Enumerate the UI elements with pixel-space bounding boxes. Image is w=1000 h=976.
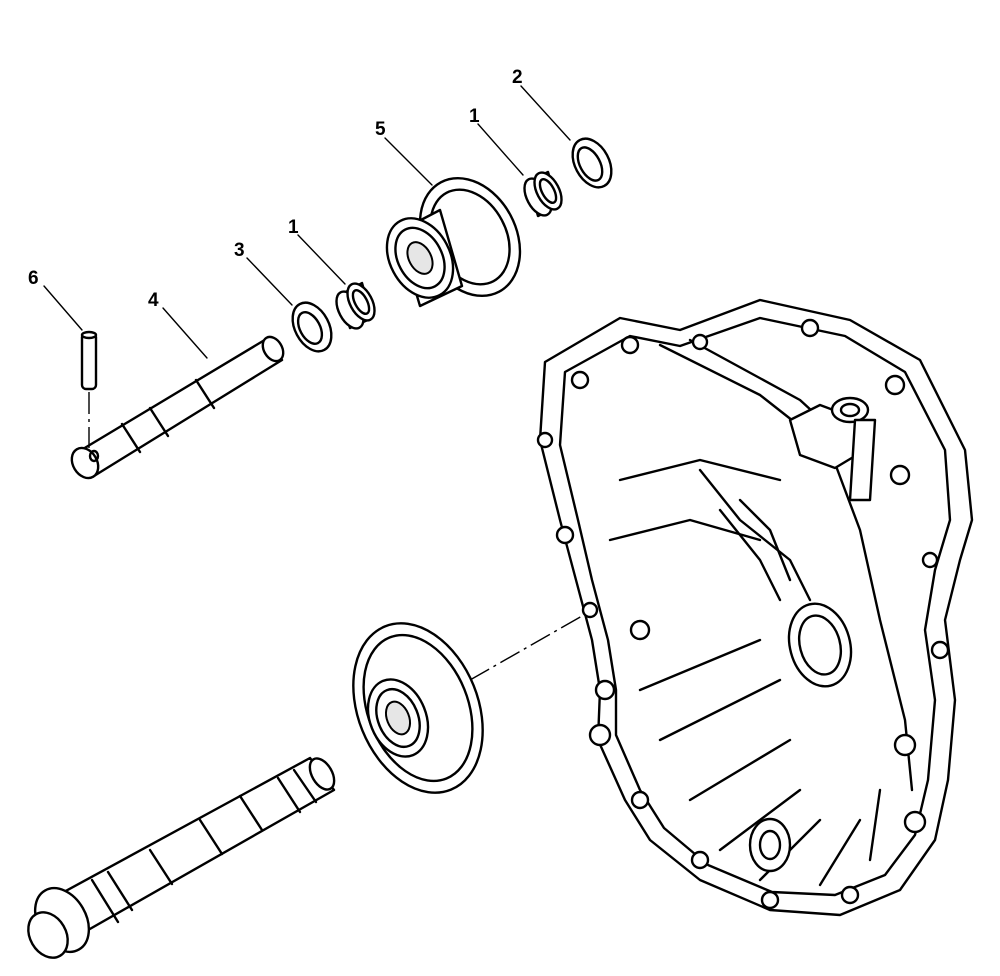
callout-4: 4 xyxy=(148,290,159,311)
callout-3: 3 xyxy=(234,240,245,261)
leader-lines xyxy=(43,85,571,359)
callout-1-lower: 1 xyxy=(288,217,299,238)
reverse-gear-disc xyxy=(352,559,681,794)
roll-pin-6 xyxy=(80,330,98,448)
idler-gear-5 xyxy=(385,176,522,308)
callout-6: 6 xyxy=(28,268,39,289)
washer-3 xyxy=(291,301,333,353)
callout-2: 2 xyxy=(512,67,523,88)
callout-5: 5 xyxy=(375,119,386,140)
callout-1-upper: 1 xyxy=(469,106,480,127)
bushing-1-upper xyxy=(523,170,563,218)
thrust-washer-2 xyxy=(571,137,613,189)
case-bolt-holes xyxy=(536,318,950,910)
reverse-shaft xyxy=(27,756,336,959)
idler-shaft-4 xyxy=(70,335,285,480)
bushing-1-lower xyxy=(335,281,376,330)
transmission-case-housing xyxy=(536,298,974,917)
